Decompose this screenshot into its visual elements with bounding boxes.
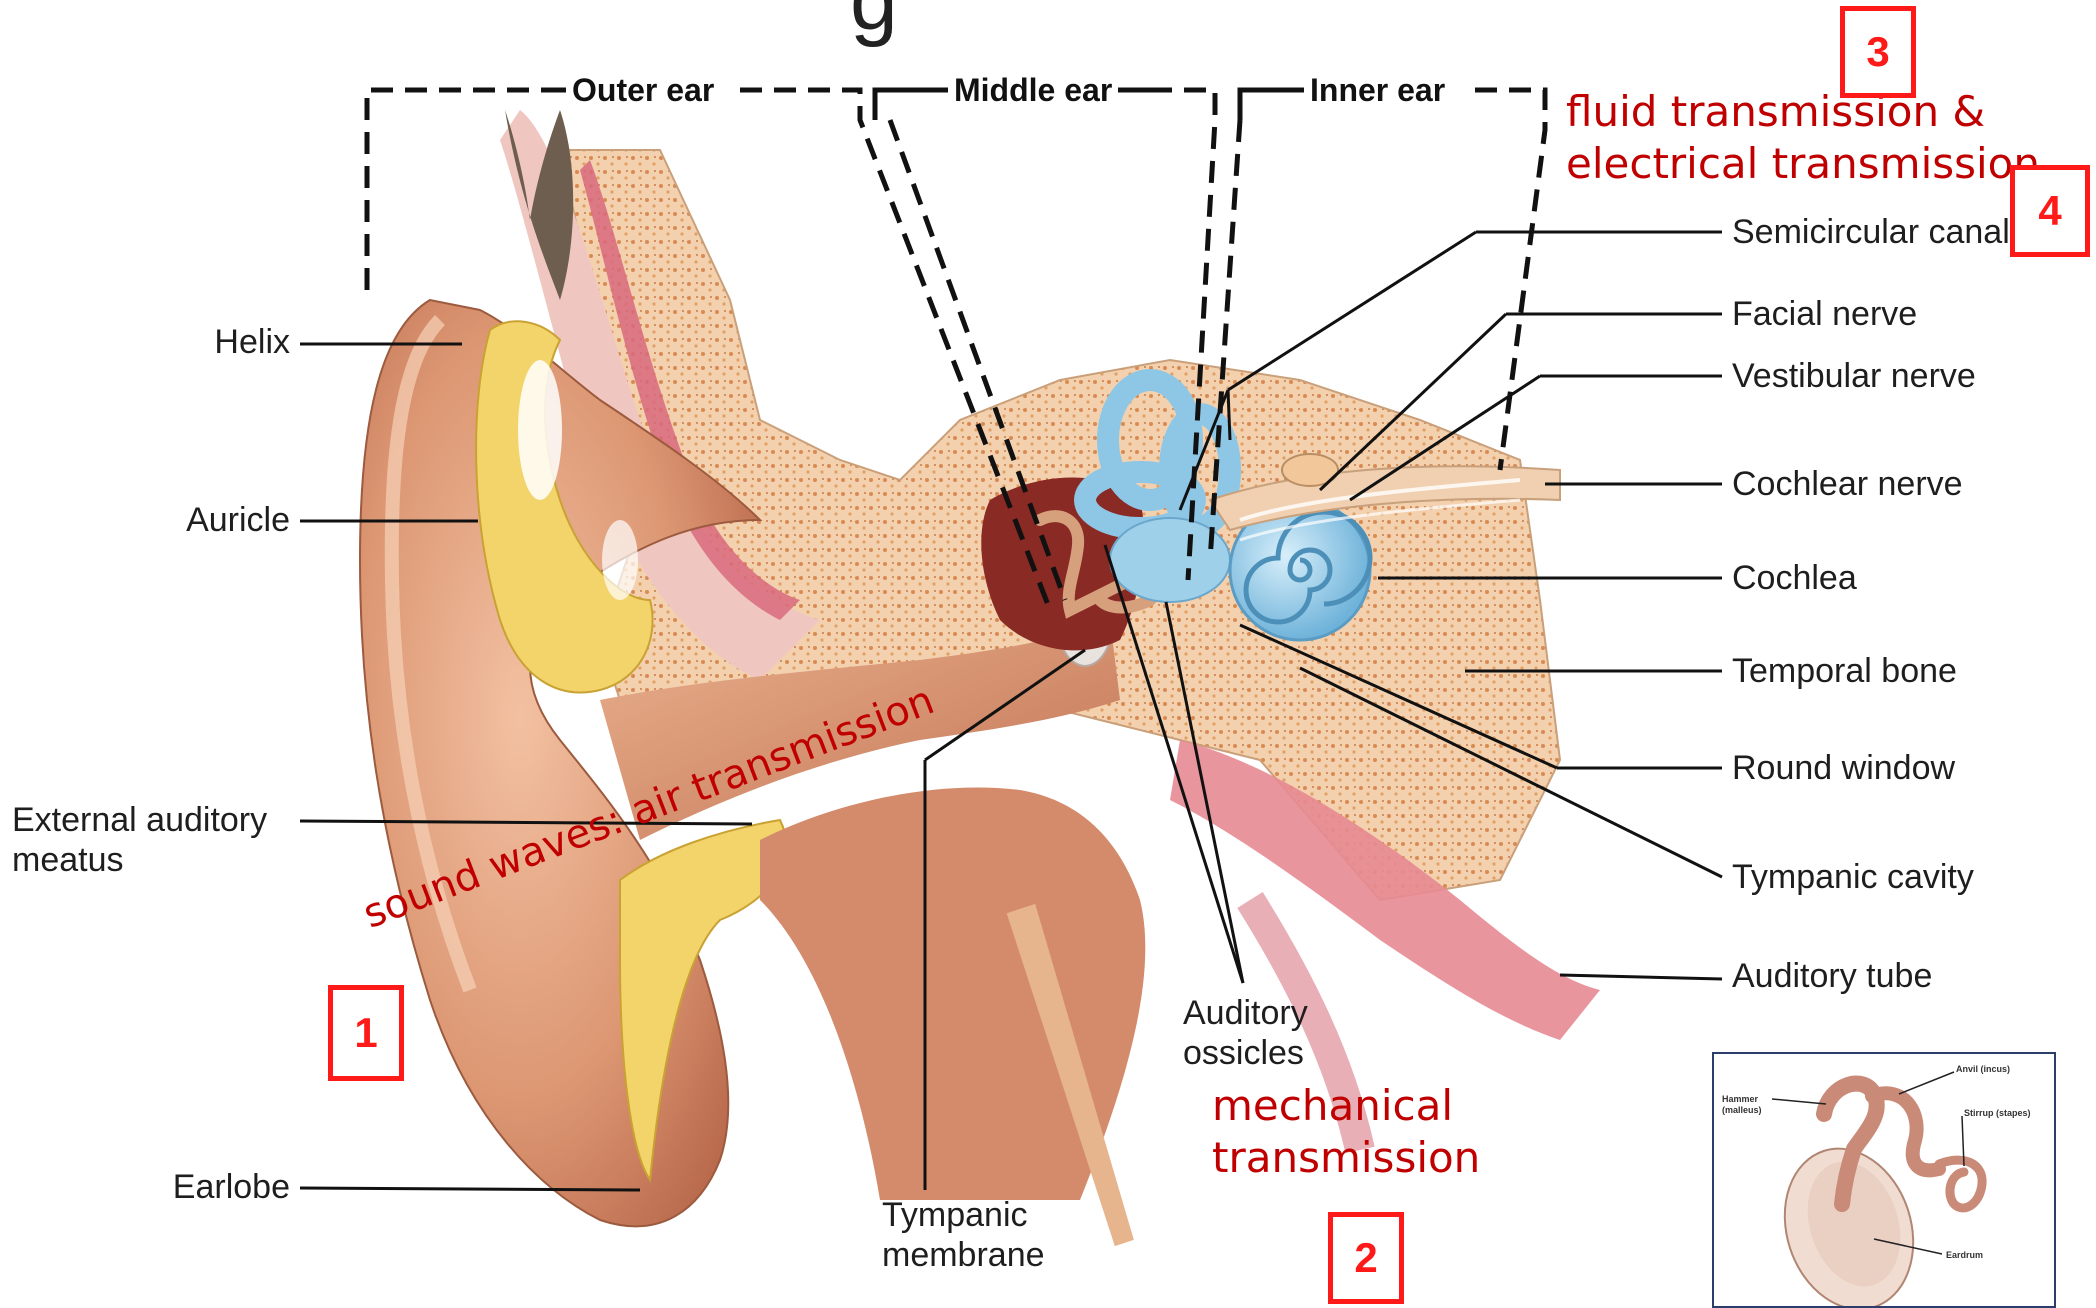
ossicles-inset: Hammer (malleus) Anvil (incus) Stirrup (… (1712, 1052, 2056, 1308)
label-cochlea: Cochlea (1732, 558, 1857, 598)
label-round-window: Round window (1732, 748, 1955, 788)
label-tympanic-line2: membrane (882, 1235, 1045, 1275)
label-tympanic-line1: Tympanic (882, 1195, 1045, 1235)
label-ossicles-line1: Auditory (1183, 993, 1308, 1033)
badge-3: 3 (1840, 6, 1916, 98)
label-cochlear-nerve: Cochlear nerve (1732, 464, 1963, 504)
annotation-fluid-electrical: fluid transmission & electrical transmis… (1566, 86, 2040, 190)
label-eam-line2: meatus (12, 840, 267, 880)
region-inner-ear: Inner ear (1304, 72, 1451, 109)
label-tympanic-cavity: Tympanic cavity (1732, 857, 1974, 897)
label-semicircular-canals: Semicircular canals (1732, 212, 2027, 252)
label-facial-nerve: Facial nerve (1732, 294, 1917, 334)
label-auricle: Auricle (120, 500, 290, 540)
label-tympanic-membrane: Tympanic membrane (882, 1195, 1045, 1275)
region-outer-ear: Outer ear (566, 72, 720, 109)
label-auditory-tube: Auditory tube (1732, 956, 1932, 996)
badge-2: 2 (1328, 1212, 1404, 1304)
label-external-auditory-meatus: External auditory meatus (12, 800, 267, 880)
badge-4: 4 (2010, 165, 2090, 257)
annotation-fluid-line1: fluid transmission & (1566, 86, 2040, 138)
label-temporal-bone: Temporal bone (1732, 651, 1957, 691)
annotation-mechanical: mechanical transmission (1212, 1080, 1480, 1184)
badge-1: 1 (328, 985, 404, 1081)
inset-label-anvil: Anvil (incus) (1956, 1064, 2010, 1075)
inset-label-eardrum: Eardrum (1946, 1250, 1983, 1261)
annotation-fluid-line2: electrical transmission (1566, 138, 2040, 190)
inset-label-stirrup: Stirrup (stapes) (1964, 1108, 2031, 1119)
label-eam-line1: External auditory (12, 800, 267, 840)
annotation-mechanical-line2: transmission (1212, 1132, 1480, 1184)
label-auditory-ossicles: Auditory ossicles (1183, 993, 1308, 1073)
region-middle-ear: Middle ear (948, 72, 1118, 109)
inset-hammer-line2: (malleus) (1722, 1105, 1762, 1116)
label-ossicles-line2: ossicles (1183, 1033, 1308, 1073)
inset-label-hammer: Hammer (malleus) (1722, 1094, 1762, 1116)
title-fragment: g (850, 0, 898, 48)
inset-hammer-line1: Hammer (1722, 1094, 1762, 1105)
label-earlobe: Earlobe (120, 1167, 290, 1207)
label-helix: Helix (120, 322, 290, 362)
annotation-mechanical-line1: mechanical (1212, 1080, 1480, 1132)
label-vestibular-nerve: Vestibular nerve (1732, 356, 1976, 396)
ossicles-inset-drawing (1714, 1054, 2056, 1308)
